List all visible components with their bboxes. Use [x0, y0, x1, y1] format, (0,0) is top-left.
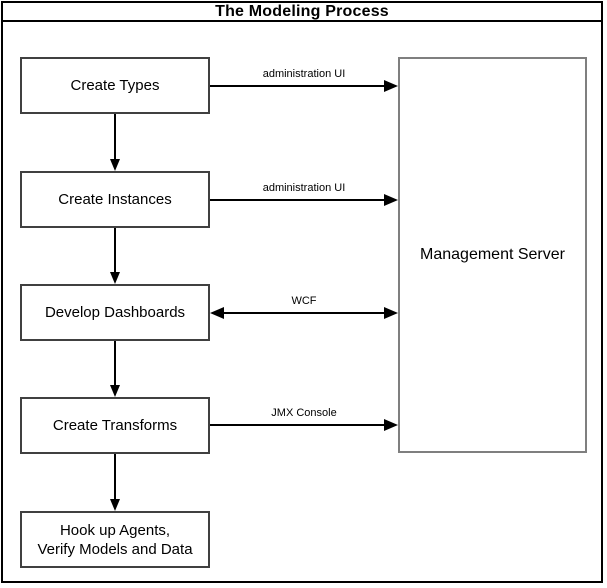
- step-box-create-transforms: Create Transforms: [20, 397, 210, 454]
- server-label: Management Server: [420, 246, 565, 263]
- arrowhead-down-icon: [110, 385, 120, 397]
- diagram-title: The Modeling Process: [215, 3, 389, 20]
- flow-arrow-line: [114, 454, 116, 500]
- server-box-management-server: Management Server: [398, 57, 587, 453]
- step-box-hook-up-agents: Hook up Agents, Verify Models and Data: [20, 511, 210, 568]
- flow-arrow-line: [114, 341, 116, 386]
- step-label: Create Types: [70, 77, 160, 94]
- flow-arrow-line: [114, 114, 116, 160]
- step-label: Develop Dashboards: [44, 304, 186, 321]
- connection-label-administration-ui: administration UI: [262, 68, 346, 80]
- arrowhead-right-icon: [384, 307, 398, 319]
- step-label: Hook up Agents, Verify Models and Data: [37, 521, 193, 558]
- step-label: Create Instances: [58, 191, 172, 208]
- connection-arrow-line: [210, 199, 384, 201]
- step-box-create-types: Create Types: [20, 57, 210, 114]
- arrowhead-down-icon: [110, 159, 120, 171]
- flow-arrow-line: [114, 228, 116, 273]
- connection-label-wcf: WCF: [291, 295, 317, 307]
- connection-label-jmx-console: JMX Console: [271, 407, 337, 419]
- step-box-create-instances: Create Instances: [20, 171, 210, 228]
- arrowhead-down-icon: [110, 499, 120, 511]
- connection-arrow-line: [210, 85, 384, 87]
- arrowhead-left-icon: [210, 307, 224, 319]
- step-box-develop-dashboards: Develop Dashboards: [20, 284, 210, 341]
- arrowhead-right-icon: [384, 419, 398, 431]
- arrowhead-right-icon: [384, 80, 398, 92]
- step-label: Create Transforms: [52, 417, 178, 434]
- connection-arrow-line: [210, 424, 384, 426]
- connection-arrow-line: [224, 312, 384, 314]
- connection-label-administration-ui: administration UI: [262, 182, 346, 194]
- arrowhead-down-icon: [110, 272, 120, 284]
- arrowhead-right-icon: [384, 194, 398, 206]
- title-separator-line: [2, 20, 602, 22]
